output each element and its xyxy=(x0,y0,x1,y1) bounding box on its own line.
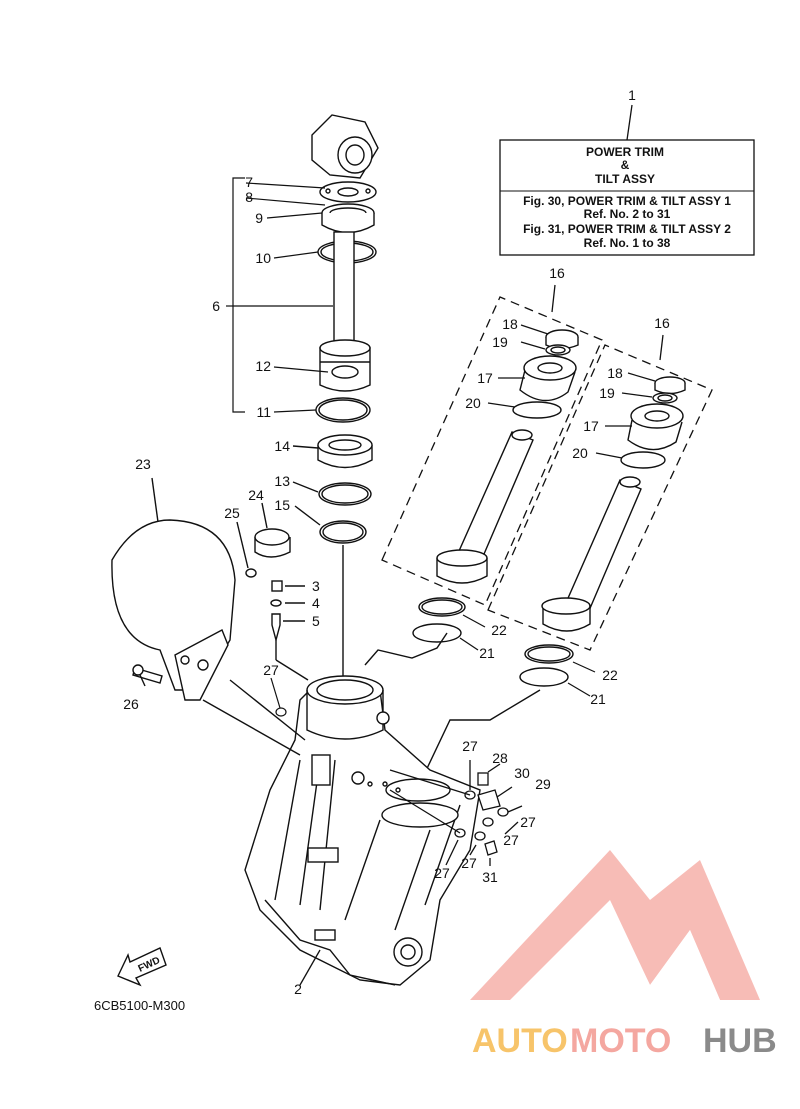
callout-19-left: 19 xyxy=(492,334,508,350)
info-line-4: Fig. 30, POWER TRIM & TILT ASSY 1 xyxy=(523,194,731,208)
callout-10: 10 xyxy=(255,250,271,266)
callout-28: 28 xyxy=(492,750,508,766)
info-line-6: Fig. 31, POWER TRIM & TILT ASSY 2 xyxy=(523,222,731,236)
callout-7: 7 xyxy=(245,174,253,190)
callout-22-right: 22 xyxy=(602,667,618,683)
callout-11: 11 xyxy=(256,404,271,420)
callout-26: 26 xyxy=(123,696,139,712)
info-box xyxy=(499,104,755,256)
callout-17-right: 17 xyxy=(583,418,599,434)
diagram-code: 6CB5100-M300 xyxy=(94,998,185,1013)
callout-30: 30 xyxy=(514,765,530,781)
callout-24: 24 xyxy=(248,487,264,503)
callout-16-left: 16 xyxy=(549,265,565,281)
callout-23: 23 xyxy=(135,456,151,472)
fwd-arrow-icon xyxy=(117,947,167,987)
callout-2: 2 xyxy=(294,981,302,997)
callout-25: 25 xyxy=(224,505,240,521)
callout-29: 29 xyxy=(535,776,551,792)
callout-21-left: 21 xyxy=(479,645,495,661)
callout-1: 1 xyxy=(628,87,636,103)
callout-22-left: 22 xyxy=(491,622,507,638)
callout-27-d: 27 xyxy=(461,855,477,871)
callout-19-right: 19 xyxy=(599,385,615,401)
watermark-logo xyxy=(470,850,760,1000)
callout-20-left: 20 xyxy=(465,395,481,411)
callout-5: 5 xyxy=(312,613,320,629)
info-line-2: & xyxy=(621,158,630,172)
info-line-3: TILT ASSY xyxy=(595,172,655,186)
callout-20-right: 20 xyxy=(572,445,588,461)
callout-9: 9 xyxy=(255,210,263,226)
info-line-7: Ref. No. 1 to 38 xyxy=(584,236,671,250)
callout-21-right: 21 xyxy=(590,691,606,707)
info-line-1: POWER TRIM xyxy=(586,145,664,159)
callout-3: 3 xyxy=(312,578,320,594)
callout-27-c: 27 xyxy=(503,832,519,848)
callout-16-right: 16 xyxy=(654,315,670,331)
callout-27-e: 27 xyxy=(434,865,450,881)
callout-6: 6 xyxy=(212,298,220,314)
watermark-auto: AUTO xyxy=(472,1022,568,1060)
callout-17-left: 17 xyxy=(477,370,493,386)
callout-15: 15 xyxy=(274,497,290,513)
watermark-hub: HUB xyxy=(703,1022,777,1060)
callout-4: 4 xyxy=(312,595,320,611)
callout-14: 14 xyxy=(274,438,290,454)
callout-18-right: 18 xyxy=(607,365,623,381)
callout-27-b: 27 xyxy=(520,814,536,830)
callout-12: 12 xyxy=(255,358,271,374)
info-line-5: Ref. No. 2 to 31 xyxy=(584,207,671,221)
callout-8: 8 xyxy=(245,189,253,205)
callout-13: 13 xyxy=(274,473,290,489)
callout-31: 31 xyxy=(482,869,498,885)
callout-18-left: 18 xyxy=(502,316,518,332)
watermark-moto: MOTO xyxy=(570,1022,671,1060)
tilt-rod-assembly xyxy=(311,114,379,423)
callout-27-upper: 27 xyxy=(263,662,279,678)
callout-27-a: 27 xyxy=(462,738,478,754)
